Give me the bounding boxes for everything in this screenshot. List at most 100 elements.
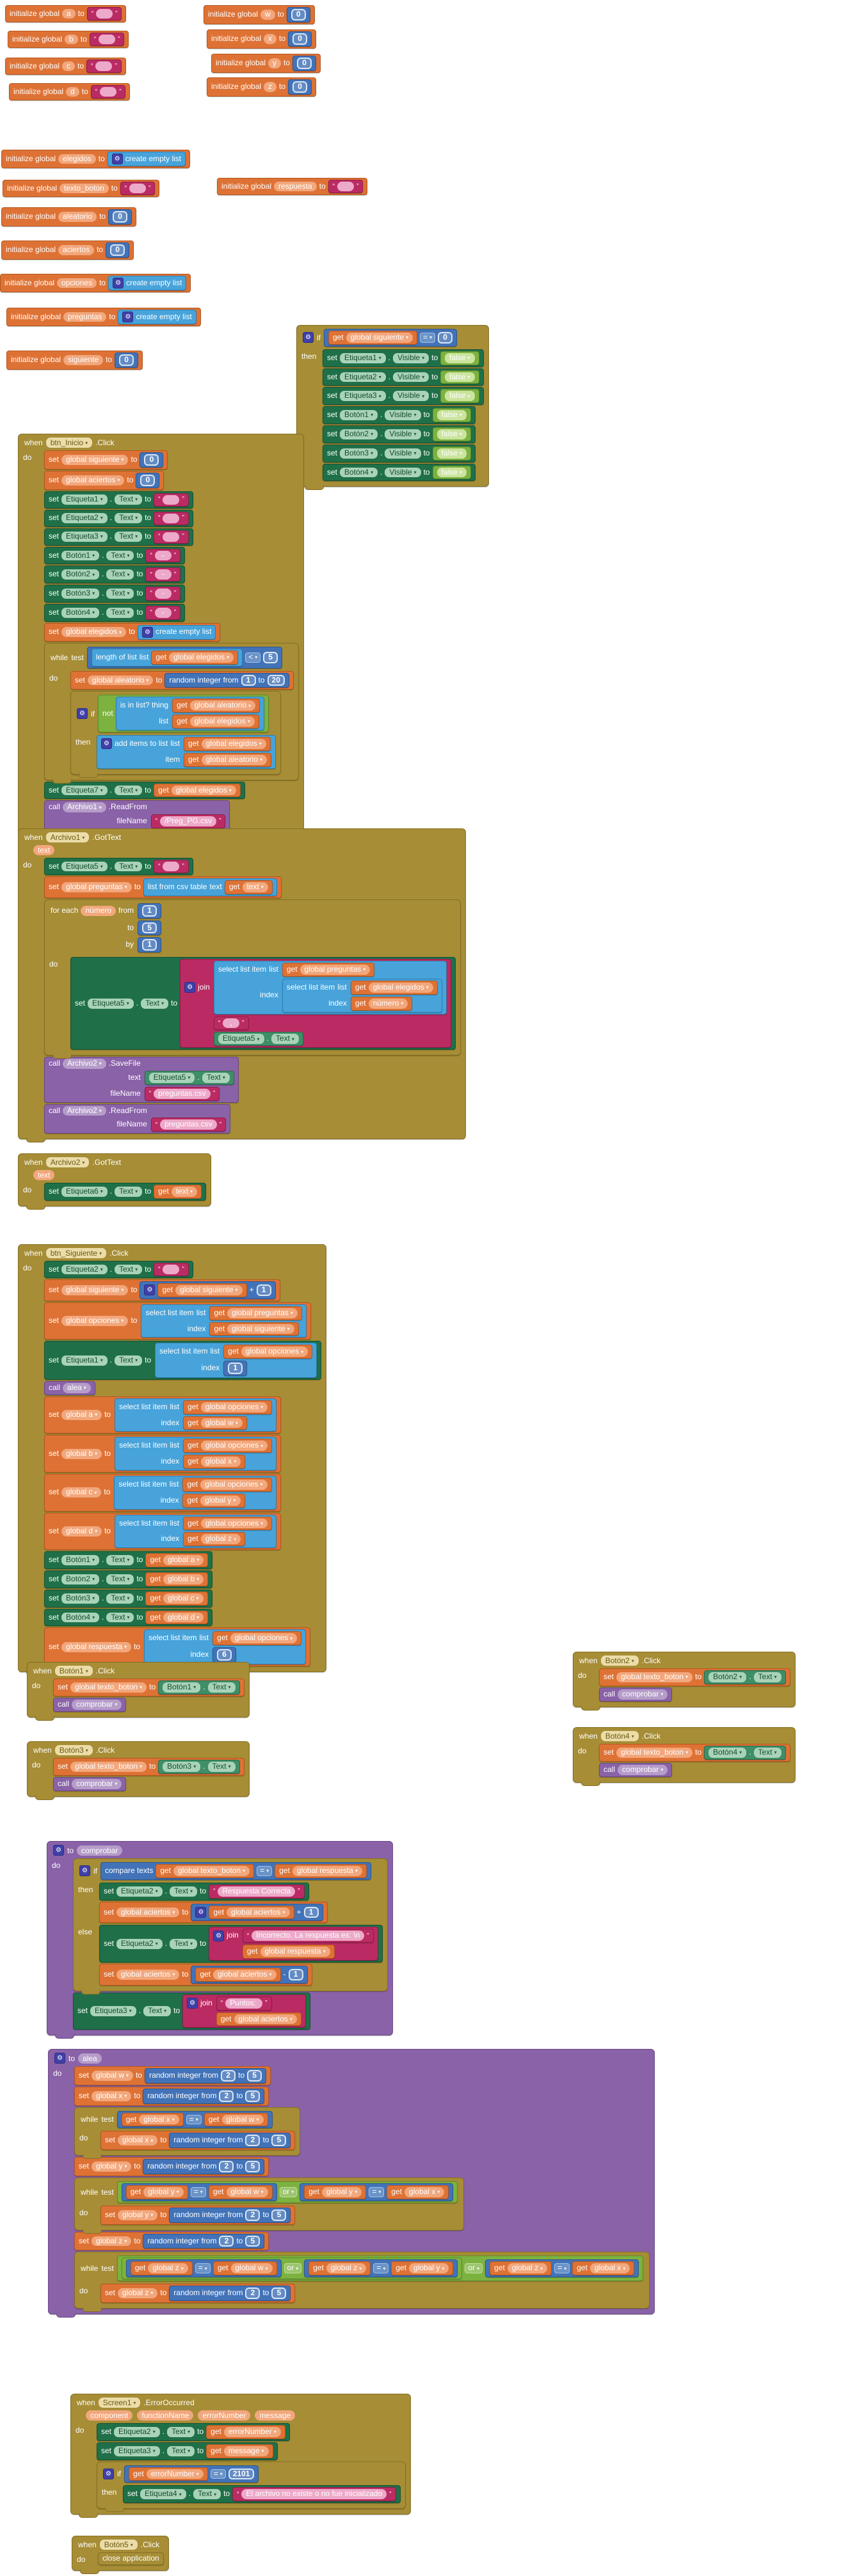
mutator-gear-icon[interactable]: ⚙ <box>184 982 196 993</box>
dropdown[interactable]: global siguiente▾ <box>175 1285 243 1295</box>
text-literal-block[interactable]: “-” <box>145 567 181 582</box>
text-literal-value[interactable]: - <box>154 589 172 599</box>
text-literal-value[interactable] <box>99 35 116 44</box>
text-literal-block[interactable]: “,” <box>213 1016 249 1031</box>
text-literal-block[interactable]: “preguntas.csv” <box>150 1118 227 1132</box>
text-literal-block[interactable]: “” <box>154 1263 189 1276</box>
component-dropdown[interactable]: Etiqueta2▾ <box>61 513 108 523</box>
component-dropdown[interactable]: Etiqueta3▾ <box>90 2006 136 2016</box>
dropdown[interactable]: global elegidos▾ <box>171 785 236 796</box>
block-math[interactable]: 0 <box>140 452 164 468</box>
dropdown[interactable]: global aciertos▾ <box>61 475 125 486</box>
component-dropdown[interactable]: Text▾ <box>167 2427 195 2437</box>
value-field[interactable]: 2 <box>219 2161 234 2172</box>
component-dropdown[interactable]: Text▾ <box>115 1187 143 1197</box>
dropdown[interactable]: errorNumber▾ <box>223 2427 281 2437</box>
text-literal-value[interactable]: preguntas.csv <box>160 1119 217 1130</box>
component-dropdown[interactable]: Botón4▾ <box>340 467 378 478</box>
dropdown[interactable]: text▾ <box>171 1187 198 1197</box>
dropdown[interactable]: alea▾ <box>63 1382 91 1393</box>
text-literal-block[interactable]: “” <box>86 7 122 20</box>
dropdown[interactable]: global aciertos▾ <box>234 2014 297 2025</box>
component-dropdown[interactable]: Screen1▾ <box>98 2398 141 2408</box>
name-pill[interactable]: errorNumber <box>198 2410 251 2421</box>
component-dropdown[interactable]: Text▾ <box>106 1593 134 1604</box>
component-dropdown[interactable]: Etiqueta4▾ <box>140 2489 186 2500</box>
component-dropdown[interactable]: Botón3▾ <box>340 448 378 459</box>
text-literal-block[interactable]: “” <box>120 182 156 195</box>
name-pill[interactable]: d <box>66 86 79 97</box>
text-literal-block[interactable]: “/Preg_PG.csv” <box>150 814 226 828</box>
component-dropdown[interactable]: Text▾ <box>271 1034 299 1045</box>
block-math[interactable]: 0 <box>106 242 130 258</box>
text-literal-block[interactable]: “” <box>328 180 364 193</box>
value-field[interactable]: 2 <box>219 2090 234 2102</box>
dropdown[interactable]: global x▾ <box>589 2263 630 2274</box>
value-field[interactable]: 0 <box>292 81 308 93</box>
component-dropdown[interactable]: Text▾ <box>170 1938 198 1949</box>
dropdown[interactable]: errorNumber▾ <box>146 2469 204 2479</box>
dropdown[interactable]: número▾ <box>368 998 408 1009</box>
dropdown[interactable]: global a▾ <box>163 1555 204 1565</box>
component-dropdown[interactable]: Botón2▾ <box>708 1672 747 1682</box>
value-field[interactable]: 5 <box>245 2161 260 2172</box>
dropdown[interactable]: global respuesta▾ <box>61 1641 132 1652</box>
component-dropdown[interactable]: Text▾ <box>106 569 134 580</box>
value-field[interactable]: 6 <box>217 1649 232 1661</box>
name-pill[interactable]: texto_boton <box>60 183 109 194</box>
dropdown[interactable]: false▾ <box>445 391 475 402</box>
dropdown[interactable]: global c▾ <box>61 1487 102 1498</box>
dropdown[interactable]: =▾ <box>210 2469 226 2479</box>
text-literal-block[interactable]: “” <box>86 59 122 73</box>
component-dropdown[interactable]: Text▾ <box>753 1672 781 1682</box>
dropdown[interactable]: global opciones▾ <box>241 1347 308 1357</box>
block-logic[interactable]: false▾ <box>432 427 471 441</box>
component-dropdown[interactable]: Etiqueta3▾ <box>114 2446 160 2456</box>
component-dropdown[interactable]: Text▾ <box>202 1072 230 1083</box>
dropdown[interactable]: or▾ <box>279 2186 298 2197</box>
component-dropdown[interactable]: Visible▾ <box>385 467 421 478</box>
name-pill[interactable]: siguiente <box>63 355 104 365</box>
dropdown[interactable]: =▾ <box>420 333 436 343</box>
text-literal-value[interactable] <box>337 182 355 191</box>
